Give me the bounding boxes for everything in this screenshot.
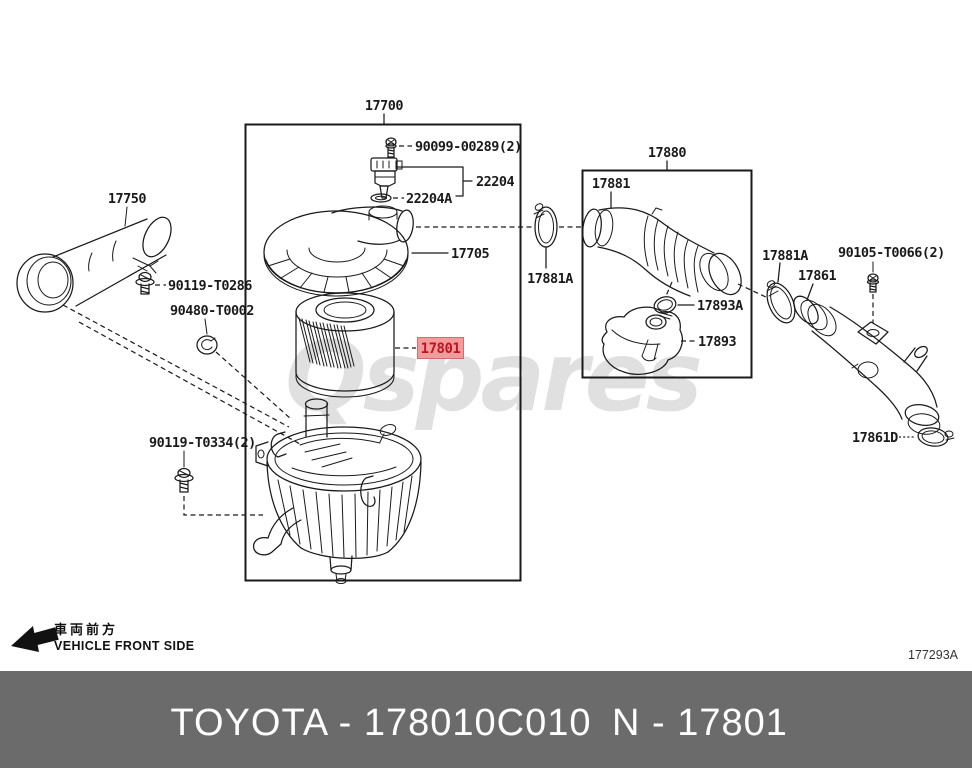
screw-90099-drawing <box>385 137 397 158</box>
vehicle-front-note: 車両前方 VEHICLE FRONT SIDE <box>11 622 195 653</box>
part-label-90099[interactable]: 90099-00289(2) <box>415 139 522 155</box>
part-label-22204[interactable]: 22204 <box>476 174 515 190</box>
sensor-22204-drawing <box>370 157 403 199</box>
part-label-17881[interactable]: 17881 <box>592 176 631 192</box>
part-label-17700[interactable]: 17700 <box>365 98 404 114</box>
part-label-90119-t0286[interactable]: 90119-T0286 <box>168 278 253 294</box>
part-label-17881a-pipe[interactable]: 17881A <box>762 248 809 264</box>
dash-hose-to-clamp <box>737 283 769 299</box>
part-label-90119-t0334[interactable]: 90119-T0334(2) <box>149 435 256 451</box>
part-label-17880[interactable]: 17880 <box>648 145 687 161</box>
bolt-90119-t0286-drawing <box>135 271 155 295</box>
pipe-17861-drawing <box>793 295 941 435</box>
part-label-17861d[interactable]: 17861D <box>852 430 899 446</box>
footer-catalog-ref: N - 17801 <box>612 702 788 744</box>
footer-bar <box>0 671 972 768</box>
dash-90119-t0334-to-housing <box>183 496 263 516</box>
dash-pipe-to-housing-1 <box>62 304 290 428</box>
bolt-90119-t0334-drawing <box>174 467 194 493</box>
vehicle-front-en-text: VEHICLE FRONT SIDE <box>54 639 195 653</box>
hose-17881-drawing <box>582 207 742 297</box>
gasket-22204a-drawing <box>370 193 392 203</box>
part-label-17750[interactable]: 17750 <box>108 191 147 207</box>
part-label-17893a[interactable]: 17893A <box>697 298 744 314</box>
footer-brand-part-number: TOYOTA - 178010C010 <box>170 702 591 744</box>
inlet-pipe-17750-drawing <box>16 206 172 313</box>
dash-pipe-to-housing-2 <box>78 321 301 445</box>
vehicle-front-jp-text: 車両前方 <box>54 622 118 638</box>
filter-element-17801-drawing <box>295 292 395 398</box>
part-label-17861[interactable]: 17861 <box>798 268 837 284</box>
assembly-box-17700 <box>244 123 522 582</box>
dash-grommet-to-housing <box>215 351 292 420</box>
screw-90105-drawing <box>866 273 880 293</box>
drawing-ref-code: 177293A <box>908 648 959 662</box>
air-cleaner-case-drawing <box>252 398 422 584</box>
resonator-17893-drawing <box>601 306 683 375</box>
part-label-17893[interactable]: 17893 <box>698 334 737 350</box>
clamp-17881a-pipe-drawing <box>766 280 796 324</box>
dash-hose-to-17893a <box>665 281 673 297</box>
grommet-90480-drawing <box>196 335 218 355</box>
part-label-17881a-hose[interactable]: 17881A <box>527 271 574 287</box>
leader-90480 <box>204 318 208 335</box>
cap-17705-drawing <box>263 205 414 297</box>
leader-17881a-pipe <box>777 262 781 283</box>
part-label-17801[interactable]: 17801 <box>421 341 461 357</box>
part-highlight-17801[interactable] <box>417 337 464 359</box>
part-label-22204a[interactable]: 22204A <box>406 191 453 207</box>
bracket-22204 <box>396 166 473 197</box>
part-label-90480-t0002[interactable]: 90480-T0002 <box>170 303 254 319</box>
leader-17861 <box>806 283 814 301</box>
clamp-17861d-drawing <box>917 427 955 447</box>
part-label-17705[interactable]: 17705 <box>451 246 490 262</box>
clamp-17881a-hose-drawing <box>533 203 558 248</box>
front-arrow-icon <box>11 626 59 652</box>
part-label-90105[interactable]: 90105-T0066(2) <box>838 245 945 261</box>
